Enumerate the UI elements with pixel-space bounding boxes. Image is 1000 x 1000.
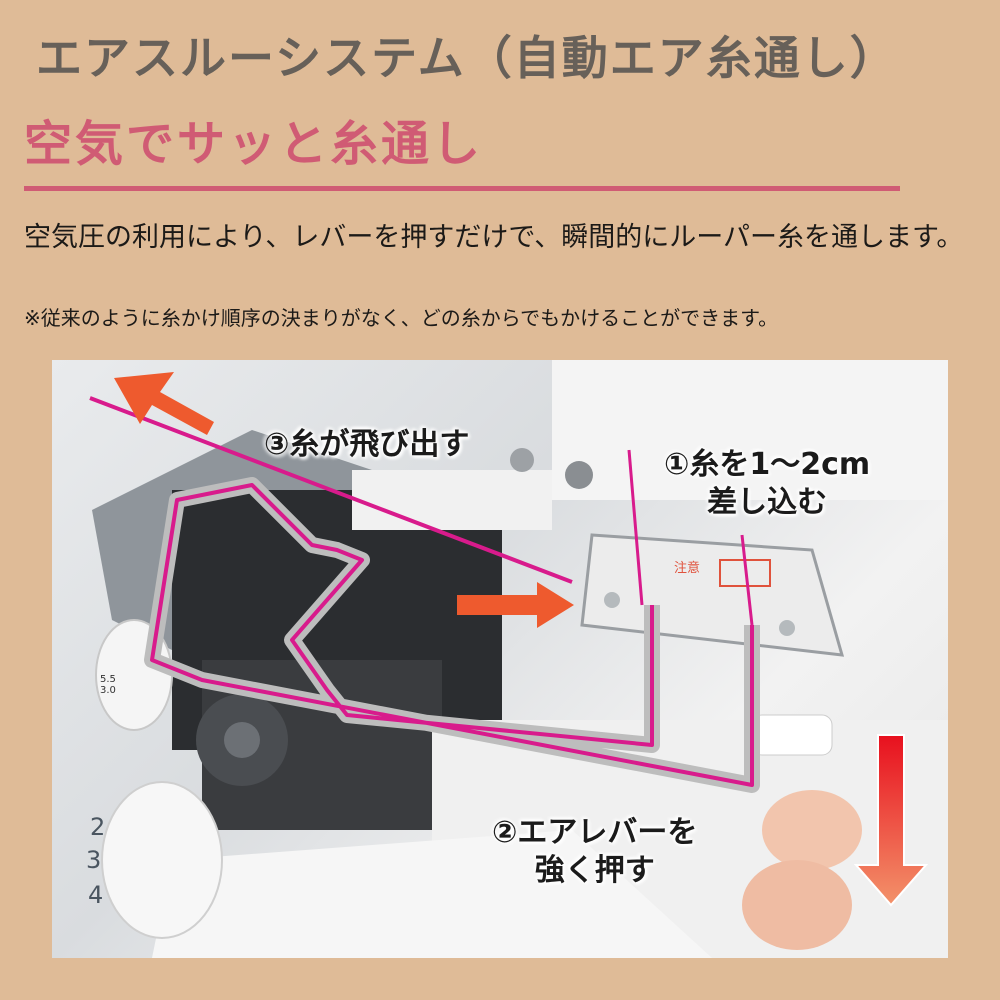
machine-illustration: 注意 2 3 4 5.5 3.0	[86, 360, 948, 958]
thread-exit	[89, 396, 573, 584]
page-subtitle: 空気でサッと糸通し	[24, 116, 484, 172]
dial-number: 4	[88, 881, 103, 909]
description-note: ※従来のように糸かけ順序の決まりがなく、どの糸からでもかけることができます。	[24, 306, 779, 330]
svg-text:3.0: 3.0	[100, 685, 116, 696]
step-3-label: ③糸が飛び出す	[264, 427, 470, 462]
dial-number: 2	[90, 813, 105, 841]
panel-label: 注意	[674, 560, 700, 576]
product-photo: 注意 2 3 4 5.5 3.0 ③糸が飛び出す	[52, 360, 948, 958]
description-text: 空気圧の利用により、レバーを押すだけで、瞬間的にルーパー糸を通します。	[24, 222, 964, 253]
thread-path	[150, 483, 754, 787]
dial-number: 3	[86, 846, 101, 874]
step-1-label: ①糸を1～2cm 差し込む	[664, 447, 871, 520]
arrow-down-icon	[853, 734, 929, 907]
arrow-up-left-icon	[114, 372, 214, 435]
svg-text:5.5: 5.5	[100, 674, 116, 685]
arrow-right-icon	[457, 582, 574, 628]
divider	[24, 186, 900, 191]
page-title: エアスルーシステム（自動エア糸通し）	[36, 31, 898, 85]
step-2-label: ②エアレバーを 強く押す	[492, 815, 698, 888]
